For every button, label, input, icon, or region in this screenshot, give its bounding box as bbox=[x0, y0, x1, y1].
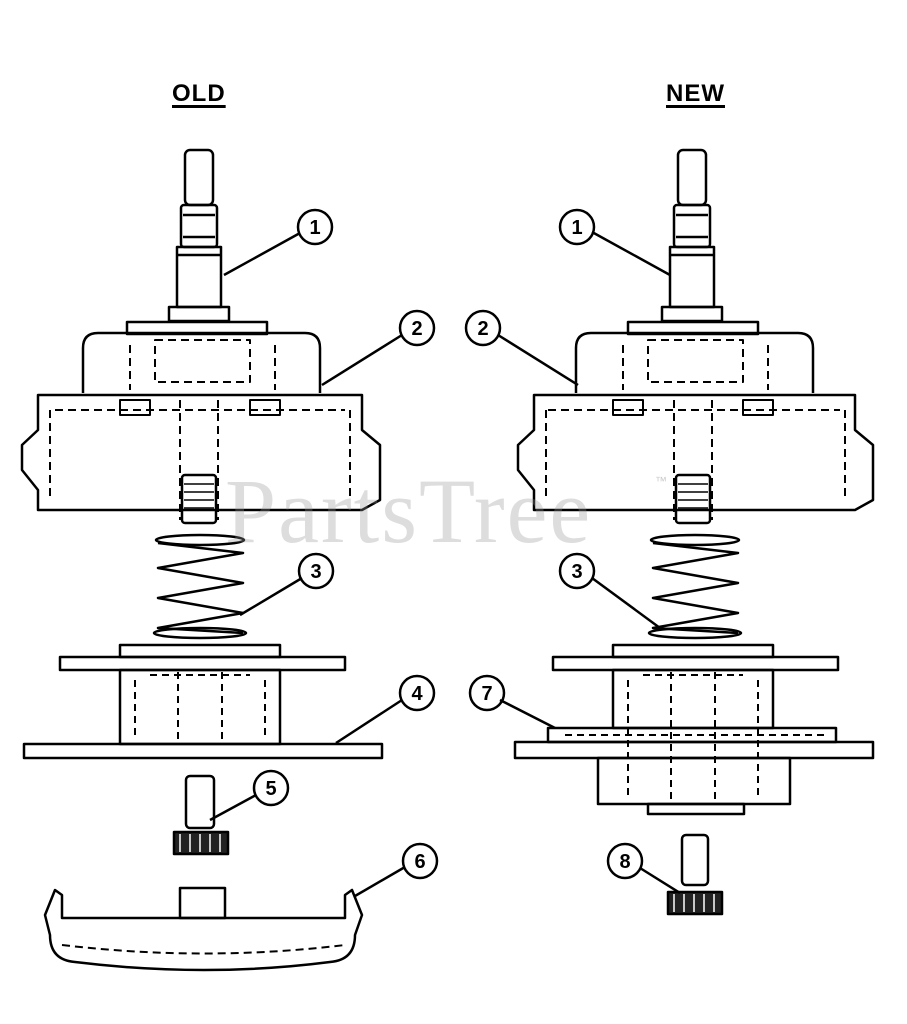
old-assembly bbox=[20, 148, 439, 972]
callout-old-4: 4 bbox=[411, 683, 423, 705]
callout-new-2: 2 bbox=[477, 318, 488, 340]
callout-new-3: 3 bbox=[571, 561, 582, 583]
callout-new-8: 8 bbox=[619, 851, 630, 873]
heading-new: NEW bbox=[666, 80, 725, 107]
callout-old-2: 2 bbox=[411, 318, 422, 340]
new-part-3-spring bbox=[647, 533, 743, 640]
callout-labels: 1 2 3 4 5 6 1 2 3 7 8 bbox=[265, 217, 630, 873]
new-part-7-plate bbox=[513, 643, 875, 816]
callout-old-6: 6 bbox=[414, 851, 425, 873]
callout-old-3: 3 bbox=[310, 561, 321, 583]
callout-new-1: 1 bbox=[571, 217, 582, 239]
watermark-trademark: ™ bbox=[655, 474, 667, 488]
callout-old-1: 1 bbox=[309, 217, 320, 239]
new-assembly bbox=[464, 148, 875, 916]
callout-new-7: 7 bbox=[481, 683, 492, 705]
new-callouts bbox=[464, 208, 681, 895]
old-part-3-spring bbox=[152, 533, 248, 640]
callout-old-5: 5 bbox=[265, 778, 276, 800]
old-callouts bbox=[209, 208, 439, 898]
new-part-8-bolt bbox=[666, 833, 724, 916]
old-part-1-shaft bbox=[167, 148, 231, 323]
heading-old: OLD bbox=[172, 80, 226, 107]
old-part-2-housing bbox=[20, 320, 382, 525]
old-part-5-bolt bbox=[172, 774, 230, 856]
new-part-1-shaft bbox=[660, 148, 724, 323]
new-part-2-housing bbox=[516, 320, 875, 525]
old-part-6-cap bbox=[43, 886, 364, 972]
old-part-4-plate bbox=[22, 643, 384, 760]
